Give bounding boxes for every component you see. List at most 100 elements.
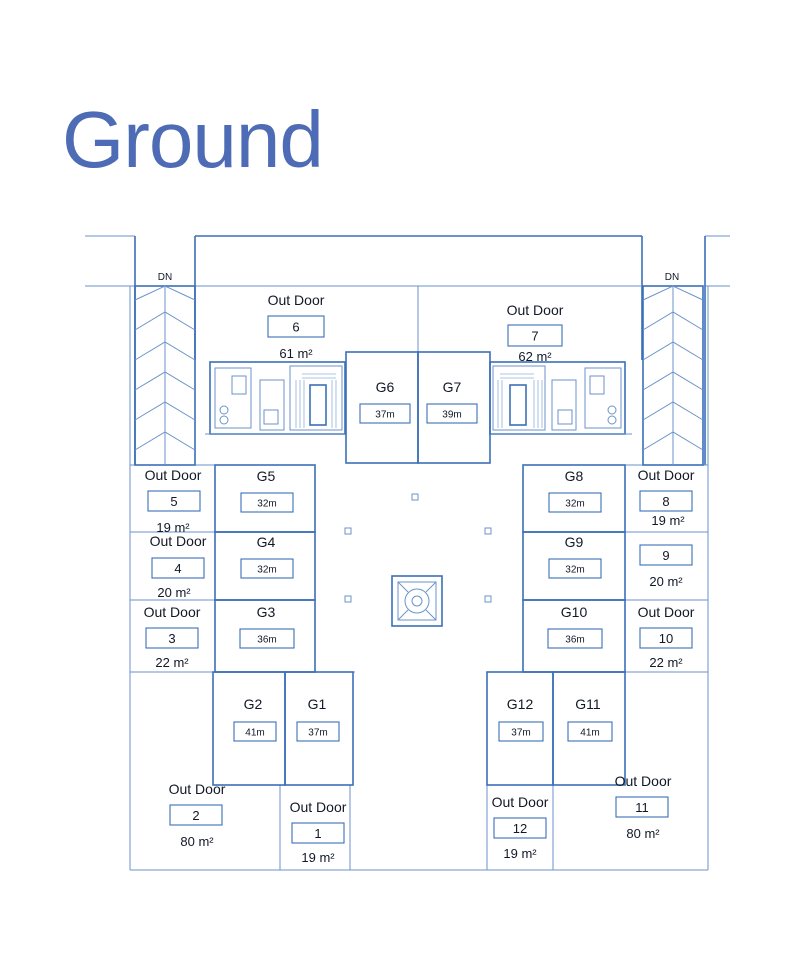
outdoor-unit-11: Out Door 11 80 m² [615, 773, 672, 841]
unit-number-box [267, 315, 325, 338]
shop-area: 36m [257, 635, 276, 646]
shop-name: G4 [257, 534, 276, 550]
unit-number-box [639, 627, 693, 649]
unit-area: 19 m² [503, 846, 537, 861]
shop-area: 32m [565, 565, 584, 576]
unit-number-box [493, 817, 547, 839]
shop-area: 37m [375, 410, 394, 421]
unit-number-box [639, 490, 693, 512]
outdoor-label: Out Door [638, 467, 695, 483]
shop-name: G2 [244, 696, 263, 712]
shop-area-box [239, 628, 295, 649]
unit-number: 7 [531, 329, 538, 344]
outdoor-label: Out Door [268, 292, 325, 308]
outdoor-label: Out Door [492, 794, 549, 810]
shop-name: G10 [561, 604, 588, 620]
shop-area: 41m [580, 728, 599, 739]
shop-g1-outline [284, 671, 354, 786]
shop-name: G6 [376, 379, 395, 395]
shop-area-box [240, 492, 294, 513]
shop-g4: G4 32m [240, 534, 294, 579]
shop-name: G9 [565, 534, 584, 550]
unit-number: 12 [513, 821, 527, 836]
atrium-fountain [391, 575, 443, 627]
shop-area: 39m [442, 410, 461, 421]
outdoor-unit-9: 920 m² [639, 544, 693, 589]
unit-number-box [147, 490, 201, 512]
unit-number-box [615, 796, 669, 818]
unit-number: 9 [662, 548, 669, 563]
shop-area: 41m [245, 728, 264, 739]
unit-area: 22 m² [649, 655, 683, 670]
outdoor-label: Out Door [638, 604, 695, 620]
unit-number-box [145, 627, 199, 649]
shop-name: G3 [257, 604, 276, 620]
atrium-columns [344, 493, 492, 603]
unit-number: 5 [170, 494, 177, 509]
stair-left [134, 285, 196, 466]
shop-g2: G2 41m [233, 696, 277, 742]
outdoor-label: Out Door [169, 781, 226, 797]
service-core-left [205, 361, 346, 435]
unit-number-box [151, 557, 205, 579]
unit-number: 4 [174, 561, 181, 576]
unit-number: 3 [168, 631, 175, 646]
shop-area-box [426, 403, 478, 424]
unit-number-box [507, 324, 563, 347]
shop-g1: G1 37m [296, 696, 340, 742]
outdoor-label: Out Door [615, 773, 672, 789]
outdoor-label: Out Door [507, 302, 564, 318]
unit-area: 19 m² [156, 520, 190, 535]
unit-number-box [169, 804, 223, 826]
shop-area-box [240, 558, 294, 579]
outdoor-label: Out Door [145, 467, 202, 483]
outdoor-label: Out Door [150, 533, 207, 549]
shop-area-box [359, 403, 411, 424]
shop-area: 37m [308, 728, 327, 739]
shop-area: 37m [511, 728, 530, 739]
unit-number: 2 [192, 808, 199, 823]
unit-area: 61 m² [279, 346, 313, 361]
unit-area: 22 m² [155, 655, 189, 670]
shop-name: G11 [575, 696, 601, 712]
stair-label-left: DN [158, 272, 172, 283]
unit-number-box [639, 544, 693, 566]
outdoor-label: Out Door [144, 604, 201, 620]
outdoor-unit-5: Out Door 5 19 m² [145, 467, 202, 535]
shop-g11-outline [552, 671, 626, 786]
shop-g10: G10 36m [547, 604, 603, 649]
shop-g8: G8 32m [548, 468, 602, 513]
unit-number: 11 [635, 800, 649, 815]
shop-area: 32m [565, 499, 584, 510]
shop-name: G8 [565, 468, 584, 484]
service-core-right [489, 361, 632, 435]
shop-area-box [548, 492, 602, 513]
shop-area: 36m [565, 635, 584, 646]
outdoor-unit-12: Out Door 12 19 m² [492, 794, 549, 861]
stair-label-right: DN [665, 272, 679, 283]
shop-area-box [567, 721, 613, 742]
shop-area-box [548, 558, 602, 579]
unit-number-box [291, 822, 345, 844]
shop-g6: G6 37m [359, 379, 411, 424]
shop-area: 32m [257, 565, 276, 576]
shop-name: G1 [308, 696, 327, 712]
stair-right [642, 285, 704, 466]
shop-name: G5 [257, 468, 276, 484]
shop-g3: G3 36m [239, 604, 295, 649]
unit-area: 20 m² [157, 585, 191, 600]
shop-g11: G11 41m [567, 696, 613, 742]
unit-area: 80 m² [626, 826, 660, 841]
unit-number: 8 [662, 494, 669, 509]
unit-number: 1 [314, 826, 321, 841]
shop-g7-outline [417, 351, 491, 464]
